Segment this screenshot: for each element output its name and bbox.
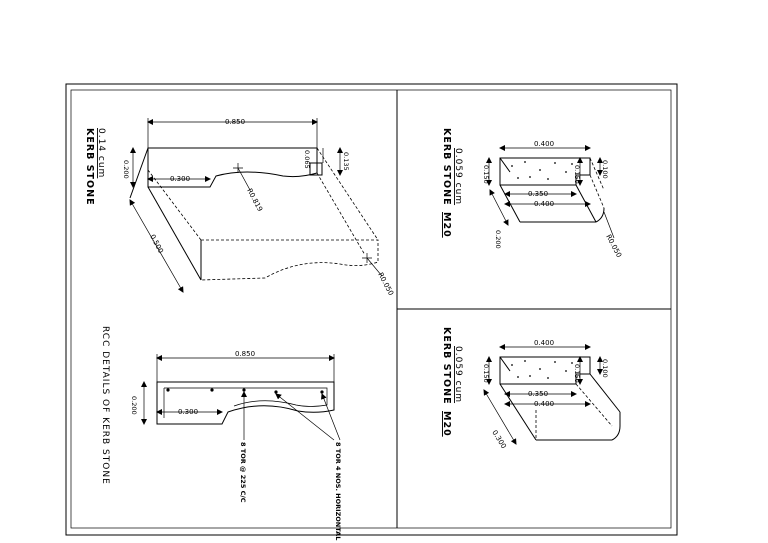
tr-dim-top: 0.400 [534, 140, 554, 148]
panel-tr-volume: 0.059 cum [453, 148, 463, 205]
panel-kerb-stone-m20-a: KERB STONE M20 0.059 cum 0.400 0.150 0.1… [441, 128, 623, 259]
tl-dim-length: 0.850 [225, 118, 245, 126]
panel-rcc-details: RCC DETAILS OF KERB STONE 0.850 0.200 0.… [100, 326, 342, 540]
panel-tl-volume: 0.14 cum [96, 128, 106, 178]
tr-dim-right: 0.100 [601, 160, 609, 179]
stone-front-face [147, 147, 318, 188]
panel-tr-grade: M20 [441, 212, 452, 238]
concrete-hatch-b [511, 360, 573, 379]
panel-kerb-stone-m20-b: KERB STONE M20 0.059 cum 0.400 0.150 0.1… [441, 327, 621, 450]
tl-dim-height: 0.200 [122, 160, 130, 179]
tr-dim-bottom: 0.400 [534, 200, 554, 208]
panel-tr-title: KERB STONE [441, 128, 452, 206]
bl-callout-horizontal: 8 TOR 4 NOS. HORIZONTAL [334, 442, 342, 540]
br-dim-depth: 0.300 [490, 429, 507, 450]
tl-radius-end: R0.050 [376, 271, 395, 297]
concrete-hatch-a [511, 161, 573, 180]
br-dim-inner: 0.350 [528, 390, 548, 398]
br-dim-mid: 0.150 [573, 364, 581, 383]
tr-dim-mid: 0.150 [573, 165, 581, 184]
tr-dim-left: 0.150 [482, 165, 490, 184]
bl-dim-recess: 0.300 [178, 408, 198, 416]
bl-dim-height: 0.200 [130, 396, 138, 415]
bl-dim-length: 0.850 [235, 350, 255, 358]
tr-dim-inner: 0.350 [528, 190, 548, 198]
tl-radius-main: R0.819 [245, 187, 264, 213]
tl-dim-135: 0.135 [342, 152, 350, 171]
panel-bl-title: RCC DETAILS OF KERB STONE [100, 326, 110, 485]
tl-dim-depth: 0.500 [148, 233, 164, 254]
tl-dim-recess: 0.300 [170, 175, 190, 183]
rebar-dots [166, 388, 324, 394]
panel-br-title: KERB STONE [441, 327, 452, 405]
br-dim-bottom: 0.400 [534, 400, 554, 408]
br-dim-left: 0.150 [482, 364, 490, 383]
panel-br-volume: 0.059 cum [453, 346, 463, 403]
panel-br-grade: M20 [441, 411, 452, 437]
br-dim-right: 0.100 [601, 359, 609, 378]
tl-dim-065: 0.065 [303, 150, 311, 169]
tr-radius: R0.050 [604, 233, 623, 259]
sheet-outer-border [65, 83, 678, 536]
br-dim-top: 0.400 [534, 339, 554, 347]
tr-dim-depth: 0.200 [494, 230, 502, 249]
panel-kerb-stone-isometric: KERB STONE 0.14 cum 0.850 0.200 0.300 0.… [84, 118, 395, 297]
panel-tl-title: KERB STONE [84, 128, 95, 206]
bl-callout-bars: 8 TOR @ 225 C/C [239, 442, 247, 503]
